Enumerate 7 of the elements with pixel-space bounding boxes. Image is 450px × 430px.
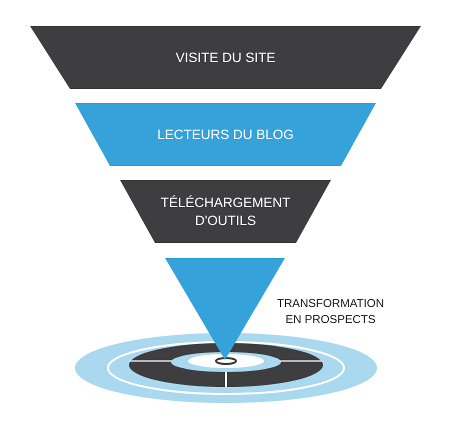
funnel-stage	[120, 180, 331, 243]
stage-label: TÉLÉCHARGEMENT D'OUTILS	[160, 194, 291, 230]
funnel-stage	[30, 26, 421, 89]
stage-label: LECTEURS DU BLOG	[156, 126, 295, 144]
stage-caption: TRANSFORMATION EN PROSPECTS	[276, 297, 386, 328]
funnel-stage	[75, 103, 376, 166]
stage-label: VISITE DU SITE	[174, 48, 276, 66]
